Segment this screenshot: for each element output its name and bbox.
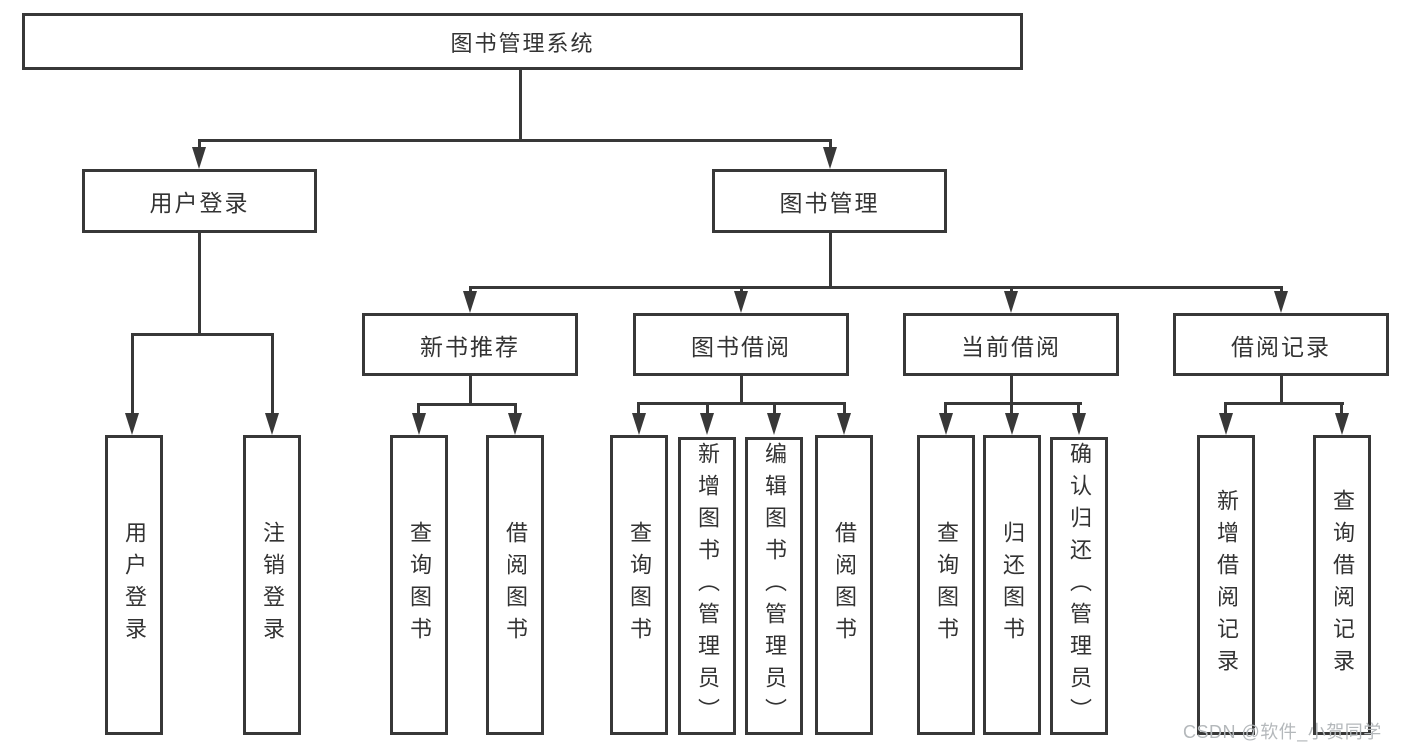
connector-line [944,402,1082,405]
node-book-borrow: 图书借阅 [633,313,849,376]
arrowhead [823,147,837,169]
connector-line [1224,402,1227,416]
connector-line [131,333,274,336]
leaf-user-login: 用户登录 [105,435,163,735]
connector-line [417,403,420,417]
leaf-confirm-return-admin: 确认归还（管理员） [1050,437,1108,735]
connector-line [637,402,640,416]
arrowhead [1004,291,1018,313]
node-label: 注销登录 [260,521,285,649]
leaf-return-book: 归还图书 [983,435,1041,735]
connector-line [1280,376,1283,404]
connector-line [706,402,709,416]
connector-line [829,233,832,289]
connector-line [469,286,1283,289]
connector-line [469,376,472,406]
leaf-logout: 注销登录 [243,435,301,735]
connector-line [829,139,832,151]
leaf-edit-book-admin: 编辑图书（管理员） [745,437,803,735]
arrowhead [632,413,646,435]
arrowhead [412,413,426,435]
node-label: 新书推荐 [420,333,520,360]
connector-line [519,69,522,142]
arrowhead [939,413,953,435]
arrowhead [700,413,714,435]
node-label: 当前借阅 [961,333,1061,360]
leaf-query-books-current: 查询图书 [917,435,975,735]
arrowhead [265,413,279,435]
node-label: 用户登录 [149,190,250,216]
node-label: 查询图书 [934,521,959,649]
node-new-book-recommend: 新书推荐 [362,313,578,376]
arrowhead [192,147,206,169]
node-label: 新增图书（管理员） [695,442,720,730]
watermark: CSDN @软件_小贺同学 [1183,722,1382,742]
arrowhead [463,291,477,313]
arrowhead [1274,291,1288,313]
connector-line [131,333,134,417]
node-label: 新增借阅记录 [1214,489,1239,681]
node-current-borrow: 当前借阅 [903,313,1119,376]
connector-line [417,403,517,406]
connector-line [514,403,517,417]
arrowhead [508,413,522,435]
node-borrow-records: 借阅记录 [1173,313,1389,376]
node-label: 图书借阅 [691,333,791,360]
connector-line [1010,402,1013,416]
leaf-borrow-books-recommend: 借阅图书 [486,435,544,735]
leaf-add-borrow-record: 新增借阅记录 [1197,435,1255,735]
node-book-management: 图书管理 [712,169,947,233]
node-label: 借阅记录 [1231,333,1331,360]
arrowhead [125,413,139,435]
leaf-query-books-borrow: 查询图书 [610,435,668,735]
node-label: 借阅图书 [832,521,857,649]
arrowhead [837,413,851,435]
connector-line [1340,402,1343,416]
node-label: 图书管理系统 [450,30,595,56]
arrowhead [1005,413,1019,435]
arrowhead [1219,413,1233,435]
arrowhead [1335,413,1349,435]
leaf-query-borrow-record: 查询借阅记录 [1313,435,1371,735]
connector-line [1224,402,1344,405]
connector-line [198,139,201,151]
node-label: 确认归还（管理员） [1067,442,1092,730]
connector-line [944,402,947,416]
connector-line [740,376,743,404]
node-label: 查询图书 [627,521,652,649]
node-label: 查询借阅记录 [1330,489,1355,681]
node-library-system: 图书管理系统 [22,13,1023,70]
connector-line [1010,376,1013,404]
connector-line [271,333,274,417]
leaf-query-books-recommend: 查询图书 [390,435,448,735]
node-label: 用户登录 [122,521,147,649]
node-user-login: 用户登录 [82,169,317,233]
node-label: 借阅图书 [503,521,528,649]
arrowhead [734,291,748,313]
arrowhead [1072,413,1086,435]
leaf-add-book-admin: 新增图书（管理员） [678,437,736,735]
connector-line [198,233,201,335]
node-label: 归还图书 [1000,521,1025,649]
node-label: 图书管理 [779,190,880,216]
leaf-borrow-books: 借阅图书 [815,435,873,735]
connector-line [198,139,832,142]
connector-line [773,402,776,416]
connector-line [843,402,846,416]
connector-line [637,402,846,405]
node-label: 编辑图书（管理员） [762,442,787,730]
node-label: 查询图书 [407,521,432,649]
connector-line [1077,402,1080,416]
arrowhead [767,413,781,435]
